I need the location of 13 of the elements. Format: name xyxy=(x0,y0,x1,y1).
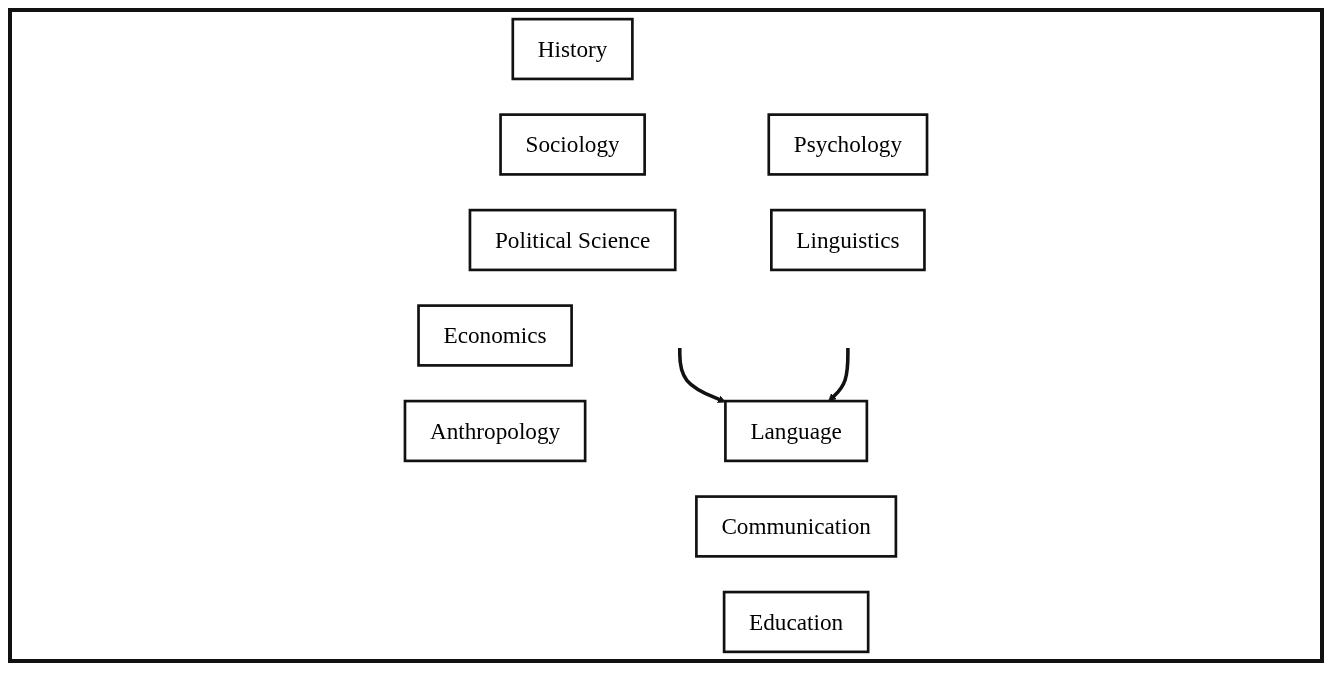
node-box xyxy=(499,113,646,176)
node-box xyxy=(417,304,573,367)
node-box xyxy=(468,208,677,272)
arrow xyxy=(678,348,726,403)
node-box xyxy=(511,17,634,81)
node-box xyxy=(695,495,898,558)
arrow xyxy=(828,348,850,402)
node-box xyxy=(770,208,926,272)
node-box xyxy=(722,590,870,654)
diagram-frame: History Sociology Political Science Economics Anthropology Psychology Linguistics Language Communication Education xyxy=(8,8,1324,663)
node-box xyxy=(724,399,869,463)
node-box xyxy=(403,399,587,463)
node-box xyxy=(767,113,929,176)
